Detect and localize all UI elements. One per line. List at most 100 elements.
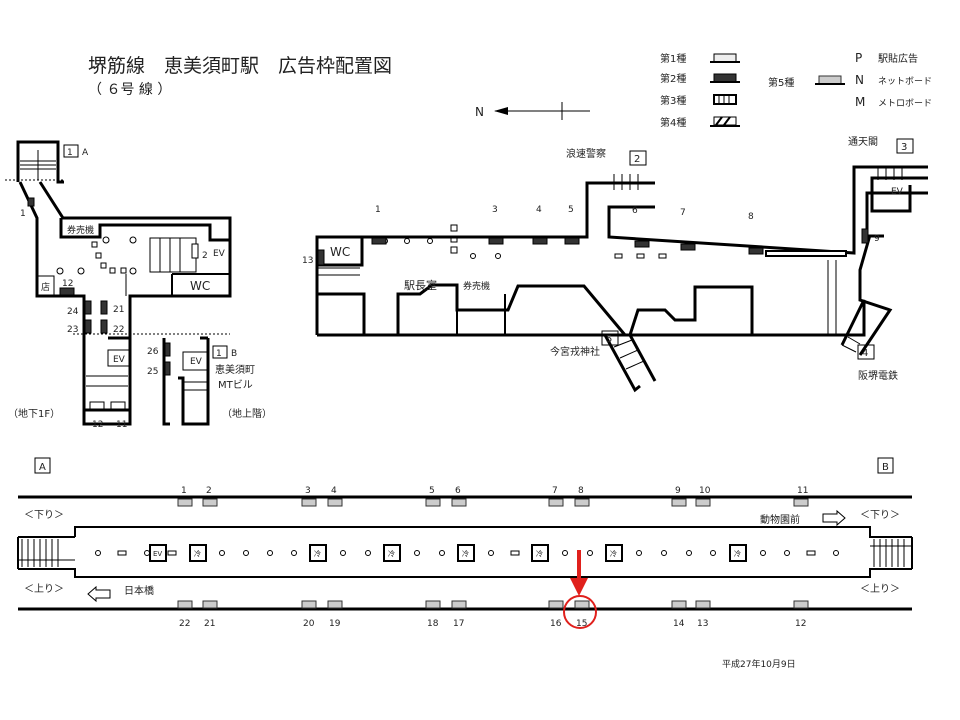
- exit-5-name: 今宮戎神社: [550, 345, 600, 358]
- exit-4-name: 阪堺電鉄: [858, 369, 898, 382]
- ad-label: 6: [632, 206, 638, 216]
- legend-p-label: 駅貼広告: [878, 52, 918, 65]
- ad-number-label: 1: [181, 486, 187, 496]
- highlight-circle: [563, 595, 597, 629]
- ad-label: 3: [492, 205, 498, 215]
- exit-3-number: 3: [901, 142, 907, 153]
- floor-label-ground: （地上階）: [222, 407, 272, 420]
- platform-end-a: A: [39, 462, 46, 473]
- pillar-icon: [710, 550, 716, 556]
- ad-slot-top: [548, 498, 564, 507]
- bench-icon: [117, 550, 127, 556]
- exit-5-number: 5: [606, 334, 612, 345]
- legend-p: P: [855, 51, 862, 65]
- ad-label: 21: [113, 305, 124, 315]
- elevator-label: EV: [190, 357, 203, 367]
- legend-type5: 第5種: [768, 76, 794, 89]
- platform-stairs: [18, 539, 912, 567]
- page-title: 堺筋線 恵美須町駅 広告枠配置図: [88, 55, 392, 77]
- exit-2-number: 2: [634, 154, 640, 165]
- legend-type2-icon: [713, 73, 737, 83]
- bench-icon: [167, 550, 177, 556]
- north-label: N: [475, 105, 484, 119]
- ad-number-label: 10: [699, 486, 711, 496]
- pillar-icon: [144, 550, 150, 556]
- ad-label: 5: [568, 205, 574, 215]
- ad-label: 12: [62, 279, 73, 289]
- ad-slot-bottom: [425, 600, 441, 609]
- ad-number-label: 6: [455, 486, 461, 496]
- pillar-icon: [661, 550, 667, 556]
- red-arrow-icon: [570, 578, 588, 596]
- exit-1a-number: 1: [67, 148, 73, 158]
- legend-type4: 第4種: [660, 116, 686, 129]
- ad-type3: [191, 243, 199, 259]
- ad-type3: [110, 401, 126, 410]
- ad-number-label: 14: [673, 619, 685, 629]
- right-floor-plan: EV WC 駅長室 券売機 1 3 4 5 6 7 8 9 13 2 浪速警察 …: [302, 136, 928, 393]
- pillar-icon: [340, 550, 346, 556]
- legend-type3-icon: [713, 94, 737, 105]
- ad-label: 25: [147, 367, 158, 377]
- pillar-icon: [562, 550, 568, 556]
- ad-label: 2: [202, 251, 208, 261]
- ad-number-label: 5: [429, 486, 435, 496]
- north-arrow-icon: N: [475, 102, 590, 120]
- legend-type1-icon: [713, 53, 737, 63]
- pillar-icon: [833, 550, 839, 556]
- legend-n-label: ネットボード: [878, 76, 932, 87]
- ad-label: 4: [536, 205, 542, 215]
- ad-slot-bottom: [574, 600, 590, 609]
- ad-number-label: 7: [552, 486, 558, 496]
- ad-slot-bottom: [327, 600, 343, 609]
- pillar-icon: [439, 550, 445, 556]
- direction-down-right: ＜下り＞: [860, 509, 900, 521]
- legend: 第1種 第2種 第3種 第4種 第5種 P 駅貼広告 N ネットボード M メト…: [660, 51, 932, 129]
- ad-slot-top: [425, 498, 441, 507]
- direction-up-right: ＜上り＞: [860, 583, 900, 595]
- cooler-label: 冷: [388, 549, 395, 558]
- exit-1a-letter: A: [82, 148, 89, 158]
- ad-label: 8: [748, 212, 754, 222]
- ad-label: 23: [67, 325, 78, 335]
- cooler-label: 冷: [734, 549, 741, 558]
- ad-label: 12: [92, 420, 103, 430]
- wc-label: WC: [330, 245, 350, 259]
- ticket-machine-label: 券売機: [463, 280, 490, 292]
- ad-label: 22: [113, 325, 124, 335]
- ad-slot-bottom: [202, 600, 218, 609]
- cooler-icon: [189, 544, 207, 562]
- legend-m-label: メトロボード: [878, 98, 932, 109]
- wc-label: WC: [190, 279, 210, 293]
- exit-3-name: 通天閣: [848, 136, 878, 148]
- ad-number-label: 17: [453, 619, 464, 629]
- cooler-label: 冷: [462, 549, 469, 558]
- ad-type3: [89, 401, 105, 410]
- ad-slot-top: [574, 498, 590, 507]
- platform-end-b: B: [882, 462, 889, 473]
- legend-type3: 第3種: [660, 94, 686, 107]
- ad-number-label: 16: [550, 619, 562, 629]
- stairs-left-concourse: [149, 237, 197, 273]
- station-office-label: 駅長室: [404, 278, 437, 292]
- pillar-icon: [95, 550, 101, 556]
- destination-up: 日本橋: [124, 584, 154, 597]
- ad-number-label: 11: [797, 486, 808, 496]
- ad-number-label: 3: [305, 486, 311, 496]
- direction-down-left: ＜下り＞: [24, 509, 64, 521]
- ad-label: 1: [375, 205, 381, 215]
- ad-number-label: 4: [331, 486, 337, 496]
- ad-slot-bottom: [793, 600, 809, 609]
- ad-label: 13: [302, 256, 313, 266]
- date-label: 平成27年10月9日: [722, 658, 796, 670]
- bench-icon: [806, 550, 816, 556]
- ad-slot-top: [793, 498, 809, 507]
- cooler-label: 冷: [536, 549, 543, 558]
- ad-label: 11: [116, 420, 127, 430]
- pillar-icon: [784, 550, 790, 556]
- cooler-label: 冷: [610, 549, 617, 558]
- page-subtitle: （ ６号 線 ）: [88, 82, 171, 98]
- arrow-left-icon: [87, 585, 111, 603]
